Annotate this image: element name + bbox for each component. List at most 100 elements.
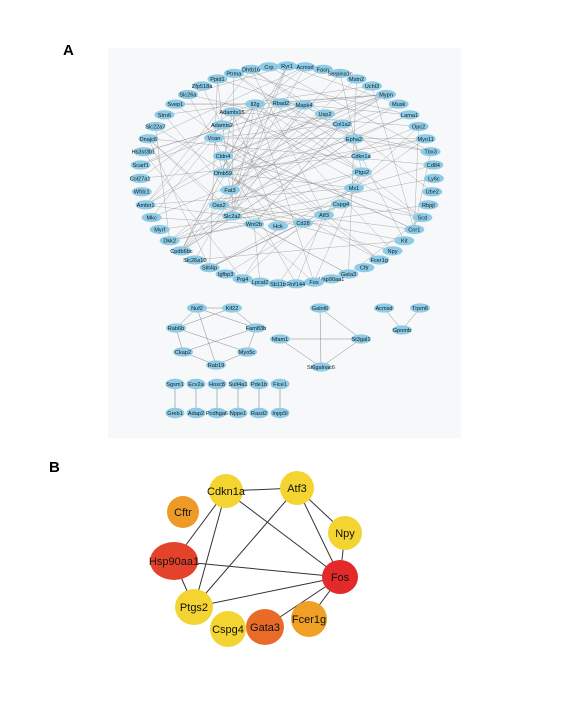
hub-node-label-npy: Npy [335,528,355,540]
node-zfp518a [192,81,213,91]
edge-cdkn1a-ptgs2 [193,490,227,608]
node-sb11b [267,279,288,289]
edge-cdkn1a-fos [225,490,341,578]
node-igfbp3 [215,269,236,279]
node-gata3 [338,269,359,279]
network-a-edge [140,155,362,179]
hub-node-label-cdkn1a: Cdkn1a [207,486,246,498]
node-dkk2 [159,236,180,246]
node-label-mkc: Mkc [146,215,156,221]
node-rbpjl [418,200,439,210]
node-wfdc1 [131,187,152,197]
node-label-cspg4: Cspg4 [333,202,349,208]
network-a-edge [231,111,423,218]
node-label-dnajc6: Dnajc6 [140,137,157,143]
network-a-edge [233,73,282,104]
node-label-hsp90aa1: Hsp90aa1 [319,277,345,283]
hub-node-gata3 [246,609,284,645]
node-wnt2b [244,219,264,229]
node-crp [258,62,279,72]
node-slit4ip [199,263,220,273]
node-label-col27a1: Col27a1 [130,176,151,182]
node-fat3 [220,185,240,195]
node-rab6b [166,323,186,333]
node-label-hs3st3b1: Hs3st3b1 [132,150,156,156]
node-nppe1 [228,407,248,419]
network-a-edge [222,94,387,157]
hub-node-label-fos: Fos [331,572,350,584]
node-label-acmsd: Acmsd [297,65,314,71]
network-a-edge [231,215,304,224]
network-a-edge [213,137,380,261]
network-a-edge [353,138,426,189]
cluster-middle-edge [320,338,362,368]
node-rab19 [206,360,226,370]
network-a-edge [222,172,355,189]
node-label-fat3: Fat3 [224,188,235,194]
node-slc26a10 [184,255,205,265]
node-label-slc26a10: Slc26a10 [183,258,206,264]
network-a-edge [194,240,405,261]
node-myrf [149,224,170,235]
node-label-sb11b: Sb11b [270,282,286,288]
node-ecv2a [186,378,206,390]
node-galnt6 [310,303,330,313]
node-il2g [245,99,265,109]
node-label-scarf1: Scarf1 [133,163,149,169]
node-label-myo5c: Myo5c [239,350,256,356]
node-fam83b [246,323,266,333]
hub-node-cspg4 [210,611,246,647]
node-label-uchl3: Uchl3 [365,84,379,90]
network-a-edge [218,126,419,206]
node-label-adamts2: Adamts2 [211,123,233,129]
network-a-edge [222,155,297,284]
network-a-edge [213,137,426,139]
node-label-ly6c: Ly6c [428,176,440,182]
node-ly6c [423,173,444,183]
node-label-lpcat2: Lpcat2 [252,280,269,286]
node-dnajc6 [138,134,159,144]
network-a-edge [222,111,233,174]
node-label-musk: Musk [392,102,406,108]
network-a-edge [222,155,423,218]
node-label-trpm6: Trpm6 [412,306,428,312]
node-scd [412,212,433,223]
network-a-edge [371,85,415,230]
node-label-nppe1: Nppe1 [230,411,246,417]
node-label-gata3: Gata3 [341,272,356,278]
network-a-edge [280,102,362,157]
network-a-edge [222,94,387,174]
network-a-edge [231,103,256,217]
node-label-nfam1: Nfam1 [272,337,288,343]
node-adamts2 [212,120,232,130]
node-label-ryr1: Ryr1 [281,64,293,70]
node-sult4a1 [228,378,248,390]
network-a-edge [181,65,288,251]
node-scarf1 [130,160,151,170]
network-a-edge [222,172,380,261]
node-hs3st3b1 [133,147,154,157]
node-st3gal1 [351,334,371,344]
network-a-edge [242,222,304,280]
network-a-edge [231,104,305,217]
node-nfam1 [270,334,290,344]
panel-label-b: B [49,459,60,476]
node-col1a2 [332,119,352,129]
network-a-edge [169,171,363,241]
node-label-galnt6: Galnt6 [312,306,328,312]
node-label-mypn: Mypn [379,92,393,98]
network-a-edge [159,203,342,230]
node-kif22 [222,303,242,313]
cluster-left-edge [196,307,257,329]
hub-node-fcer1g [291,601,327,637]
node-slc2a2 [222,211,242,221]
node-label-ptrma: Ptrma [226,71,242,77]
network-a-edge [187,94,224,157]
node-label-kit: Kit [401,239,408,245]
node-label-fice1: Fice1 [273,382,287,388]
node-inpp5l [270,407,290,419]
node-label-gpnmb: Gpnmb [393,328,411,334]
cluster-left-edge [175,307,233,329]
network-a-edge [213,123,343,139]
